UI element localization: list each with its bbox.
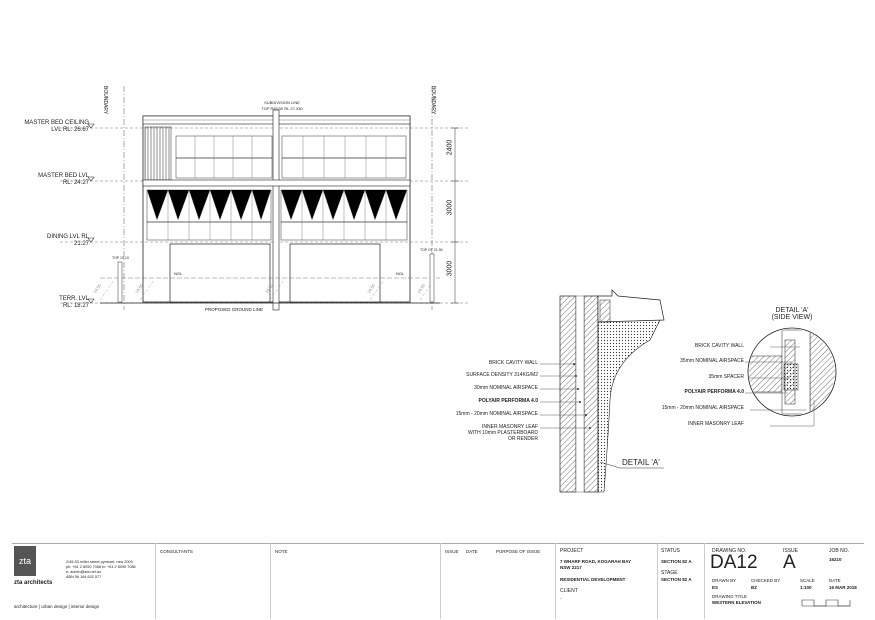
purpose-label: PURPOSE OF ISSUE bbox=[496, 549, 541, 554]
boundary-label-left: BOUNDARY bbox=[102, 86, 108, 115]
issue-no-label: ISSUE bbox=[783, 548, 799, 554]
firm-services: architecture | urban design | interior d… bbox=[14, 604, 100, 609]
drawn-by: ES bbox=[712, 585, 719, 590]
checked-by: BZ bbox=[751, 585, 757, 590]
stage-label: STAGE bbox=[661, 570, 678, 576]
detail-label: SURFACE DENSITY 314KG/M2 bbox=[466, 372, 538, 378]
firm-abn: ABN 56 164 632 577 bbox=[66, 575, 102, 579]
top-label-left: TOP 19.10 bbox=[112, 256, 129, 260]
detail-label: POLYAIR PERFORMA 4.0 bbox=[478, 398, 538, 404]
ground-line-label: PROPOSED GROUND LINE bbox=[205, 307, 264, 312]
checked-by-label: CHECKED BY bbox=[751, 578, 781, 583]
top-ridge-label: TOP RIDGE RL 27.330 bbox=[261, 106, 303, 111]
scale-label: SCALE bbox=[800, 578, 815, 583]
detail-section-title: DETAIL 'A' bbox=[622, 458, 660, 467]
level-rl: RL: 18.27 bbox=[62, 303, 89, 309]
status-label: STATUS bbox=[661, 548, 680, 554]
job-no-label: JOB NO. bbox=[829, 548, 850, 554]
drawing-title: WESTERN ELEVATION bbox=[712, 600, 761, 605]
subdivision-line-label: SUBDIVISION LINE bbox=[264, 100, 300, 105]
job-no: 16210 bbox=[829, 557, 842, 562]
divider bbox=[657, 543, 658, 619]
dim-3000-lower: 3000 bbox=[446, 260, 454, 277]
drawing-no-label: DRAWING NO. bbox=[712, 548, 747, 554]
divider bbox=[555, 543, 556, 619]
scale-bar bbox=[801, 599, 851, 607]
stage-value: SECTION 82 A bbox=[661, 577, 692, 582]
firm-phone: ph: +61 2 8090 7086 fx: +61 2 8090 7086 bbox=[66, 565, 136, 569]
drawing-no: DA12 bbox=[710, 552, 758, 573]
detail-side-title-text: DETAIL 'A' bbox=[775, 307, 809, 314]
dim-3000-upper: 3000 bbox=[446, 199, 454, 216]
detail-side-label: BRICK CAVITY WALL bbox=[694, 343, 744, 349]
detail-label: 30mm NOMINAL AIRSPACE bbox=[474, 385, 538, 391]
drawing-title-label: DRAWING TITLE bbox=[712, 594, 748, 599]
level-rl: LVL RL: 26.67 bbox=[51, 127, 89, 133]
note-label: NOTE bbox=[275, 549, 288, 554]
detail-label: OR RENDER bbox=[507, 436, 538, 442]
date-label: DATE bbox=[466, 549, 478, 554]
title-block bbox=[12, 543, 864, 620]
level-dining: DINING LVL RL 21.27 bbox=[4, 234, 89, 248]
level-terrace: TERR. LVL RL: 18.27 bbox=[4, 296, 89, 310]
project-address-1: 7 WHARF ROAD, KOGARAH BAY bbox=[560, 559, 632, 564]
firm-email: e: admin@zta.net.au bbox=[66, 570, 102, 574]
project-type: RESIDENTIAL DEVELOPMENT bbox=[560, 577, 626, 582]
ngl-label-left: NGL bbox=[174, 271, 183, 276]
consultants-label: CONSULTANTS bbox=[160, 549, 193, 554]
divider bbox=[270, 543, 271, 619]
boundary-label-right: BOUNDARY bbox=[430, 86, 436, 115]
date2-value: 16 MAR 2018 bbox=[829, 585, 857, 590]
detail-label: 15mm - 20mm NOMINAL AIRSPACE bbox=[455, 411, 538, 417]
level-master-bed-ceiling: MASTER BED CEILING LVL RL: 26.67 bbox=[4, 120, 89, 134]
detail-side-title: DETAIL 'A' (SIDE VIEW) bbox=[760, 307, 824, 321]
top-label-right: TOP OF 21.90 bbox=[420, 248, 443, 252]
western-elevation-drawing bbox=[60, 86, 837, 493]
level-master-bed: MASTER BED LVL RL: 24.27 bbox=[4, 173, 89, 187]
detail-side-label: POLYAIR PERFORMA 4.0 bbox=[684, 389, 744, 395]
detail-side-labels: BRICK CAVITY WALL 35mm NOMINAL AIRSPACE … bbox=[660, 343, 744, 427]
divider bbox=[440, 543, 441, 619]
detail-side-label: 35mm SPACER bbox=[708, 374, 744, 380]
level-name: DINING LVL RL bbox=[46, 234, 89, 240]
firm-address: 2/45-53 miller street pyrmont, nsw 2009 bbox=[66, 560, 133, 564]
divider bbox=[155, 543, 156, 619]
ngl-label-right: NGL bbox=[396, 271, 405, 276]
detail-label: BRICK CAVITY WALL bbox=[488, 360, 538, 366]
dim-2400: 2400 bbox=[446, 139, 454, 156]
scale-value: 1:100 bbox=[800, 585, 812, 590]
level-name: MASTER BED CEILING bbox=[24, 120, 89, 126]
project-label: PROJECT bbox=[560, 548, 584, 554]
client-value: - bbox=[560, 596, 562, 601]
divider bbox=[704, 543, 705, 619]
detail-label: WITH 10mm PLASTERBOARD bbox=[467, 430, 538, 436]
project-address-2: NSW 2217 bbox=[560, 565, 582, 570]
firm-contact: 2/45-53 miller street pyrmont, nsw 2009 … bbox=[66, 560, 146, 580]
date2-label: DATE bbox=[829, 578, 841, 583]
detail-label: INNER MASONRY LEAF bbox=[482, 424, 538, 430]
detail-section-labels: BRICK CAVITY WALL SURFACE DENSITY 314KG/… bbox=[440, 360, 538, 442]
detail-side-label: 35mm NOMINAL AIRSPACE bbox=[680, 358, 744, 364]
detail-side-label: INNER MASONRY LEAF bbox=[688, 421, 744, 427]
level-rl: RL: 24.27 bbox=[62, 180, 89, 186]
firm-name: zta architects bbox=[14, 580, 53, 586]
issue-label: ISSUE bbox=[445, 549, 459, 554]
firm-logo: zta bbox=[14, 546, 36, 576]
drawn-by-label: DRAWN BY bbox=[712, 578, 737, 583]
status-value: SECTION 82 A bbox=[661, 559, 692, 564]
detail-side-label: 15mm - 20mm NOMINAL AIRSPACE bbox=[661, 405, 744, 411]
client-label: CLIENT bbox=[560, 588, 578, 594]
issue-no: A bbox=[783, 552, 796, 573]
detail-side-subtitle: (SIDE VIEW) bbox=[771, 314, 813, 321]
level-name: TERR. LVL bbox=[59, 296, 89, 302]
level-rl: 21.27 bbox=[73, 241, 89, 247]
level-name: MASTER BED LVL bbox=[38, 173, 89, 179]
